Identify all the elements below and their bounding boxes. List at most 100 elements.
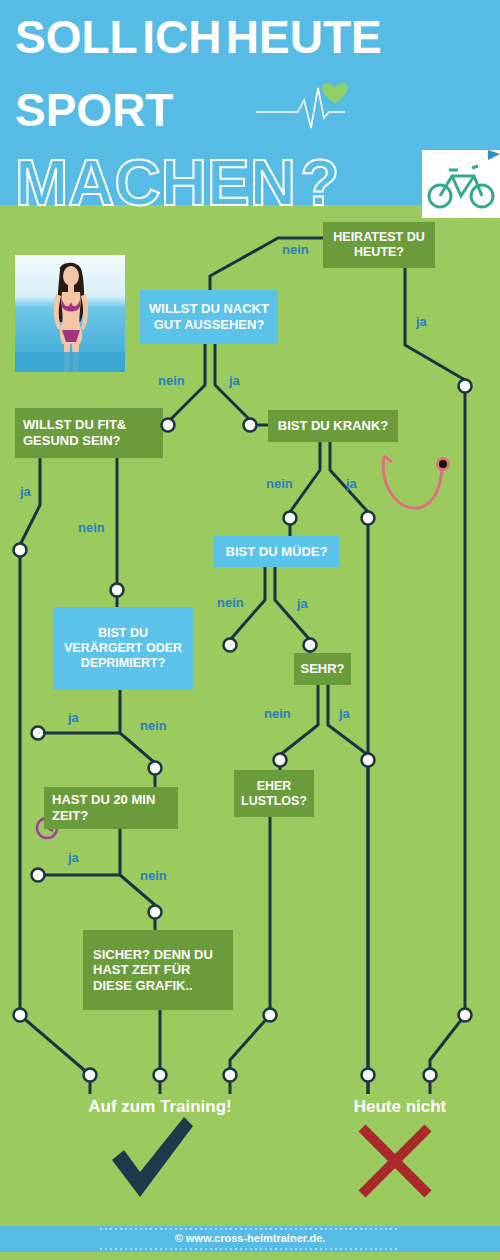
- bike-frame: [452, 176, 474, 196]
- bikini-illustration: [15, 255, 125, 372]
- bike-saddle: [449, 169, 458, 172]
- station-dot: [84, 1069, 97, 1082]
- water: [15, 352, 125, 372]
- connector-line: [405, 268, 465, 1094]
- title-word: MACHEN: [15, 152, 296, 214]
- stub-line: [38, 874, 120, 877]
- connector-line: [20, 458, 90, 1094]
- question-box: BIST DU MÜDE?: [214, 536, 339, 567]
- bikini-bottom: [62, 330, 80, 342]
- station-dot: [304, 639, 317, 652]
- station-dots: [14, 380, 472, 1082]
- stethoscope-head: [436, 457, 450, 471]
- stub-line: [38, 732, 120, 735]
- heart-icon: [322, 83, 348, 104]
- face: [63, 266, 79, 286]
- question-box: SEHR?: [294, 653, 351, 685]
- station-dot: [284, 512, 297, 525]
- body: [60, 292, 83, 344]
- station-dot: [14, 1009, 27, 1022]
- terminal-label: Auf zum Training!: [60, 1094, 260, 1120]
- title-word: ICH: [142, 6, 221, 68]
- question-box: EHER LUSTLOS?: [234, 770, 314, 817]
- bike-box: [422, 150, 500, 218]
- branch-label: nein: [217, 595, 244, 610]
- question-box: BIST DU KRANK?: [268, 410, 398, 442]
- title-word: SPORT: [15, 79, 173, 141]
- sea-picture: [15, 255, 125, 372]
- connector-line: [210, 238, 323, 290]
- edge-label: nein: [282, 242, 309, 257]
- station-dot: [459, 1009, 472, 1022]
- station-dot: [362, 1069, 375, 1082]
- question-box: HEIRATEST DU HEUTE?: [323, 222, 435, 268]
- station-dot: [362, 754, 375, 767]
- edge-label: nein: [140, 718, 167, 733]
- edge-label: ja: [346, 476, 357, 491]
- node-text: BIST DU KRANK?: [273, 418, 393, 434]
- bike-frame: [440, 176, 482, 196]
- station-dot: [111, 584, 124, 597]
- station-dot: [459, 380, 472, 393]
- edge-label: ja: [339, 706, 350, 721]
- question-box: WILLST DU FIT& GESUND SEIN?: [15, 408, 163, 458]
- neck: [68, 284, 74, 292]
- arm: [81, 294, 88, 330]
- title-word: SOLL: [15, 6, 138, 68]
- stethoscope-tube: [384, 456, 392, 462]
- node-text: BIST DU VERÄRGERT ODER DEPRIMIERT?: [61, 626, 185, 671]
- node-text: HEIRATEST DU HEUTE?: [328, 230, 430, 260]
- stethoscope-tube: [383, 456, 442, 508]
- footer-dots: [100, 1249, 400, 1250]
- title-word: HEUTE: [226, 6, 382, 68]
- node-text: SEHR?: [299, 661, 346, 677]
- station-dot: [32, 869, 45, 882]
- node-text: WILLST DU FIT& GESUND SEIN?: [23, 417, 155, 448]
- station-dot: [274, 754, 287, 767]
- edge-label: nein: [78, 520, 105, 535]
- node-text: BIST DU MÜDE?: [219, 544, 334, 560]
- edge-label: ja: [20, 484, 31, 499]
- node-text: EHER LUSTLOS?: [239, 779, 309, 809]
- station-dot: [244, 419, 257, 432]
- cross-stroke: [362, 1128, 428, 1194]
- connector-line: [215, 344, 268, 425]
- node-text: Auf zum Training!: [65, 1097, 255, 1117]
- stethoscope-head: [439, 460, 447, 468]
- stub-lines: [38, 567, 265, 875]
- edge-label: ja: [229, 373, 240, 388]
- arm: [54, 294, 61, 330]
- node-text: Heute nicht: [335, 1097, 465, 1117]
- question-box: HAST DU 20 MIN ZEIT?: [44, 787, 178, 829]
- stethoscope-icon: [383, 456, 442, 508]
- station-dot: [154, 1069, 167, 1082]
- bike-icon: [429, 166, 493, 207]
- branch-label: ja: [68, 710, 79, 725]
- bikini-top: [62, 300, 80, 312]
- edge-label: nein: [140, 868, 167, 883]
- question-box: WILLST DU NACKT GUT AUSSEHEN?: [140, 290, 278, 344]
- connector-line: [328, 685, 368, 1094]
- station-dot: [149, 906, 162, 919]
- connector-line: [230, 817, 270, 1094]
- footer-band: [0, 1226, 500, 1252]
- station-dot: [224, 1069, 237, 1082]
- question-box: BIST DU VERÄRGERT ODER DEPRIMIERT?: [53, 607, 193, 690]
- station-dot: [162, 419, 175, 432]
- station-dot: [264, 1009, 277, 1022]
- copyright-note: © www.cross-heimtrainer.de.: [0, 1232, 500, 1244]
- node-text: SICHER? DENN DU HAST ZEIT FÜR DIESE GRAF…: [93, 947, 223, 994]
- cross-stroke: [362, 1128, 428, 1194]
- edge-label: nein: [266, 476, 293, 491]
- footer-dots: [100, 1229, 400, 1230]
- question-box: SICHER? DENN DU HAST ZEIT FÜR DIESE GRAF…: [83, 930, 233, 1010]
- edge-label: ja: [297, 596, 308, 611]
- station-dot: [424, 1069, 437, 1082]
- branch-label: ja: [68, 850, 79, 865]
- station-dot: [362, 512, 375, 525]
- bike-handle: [472, 166, 478, 168]
- check-mark: [112, 1117, 193, 1197]
- station-dot: [32, 727, 45, 740]
- edge-label: nein: [158, 373, 185, 388]
